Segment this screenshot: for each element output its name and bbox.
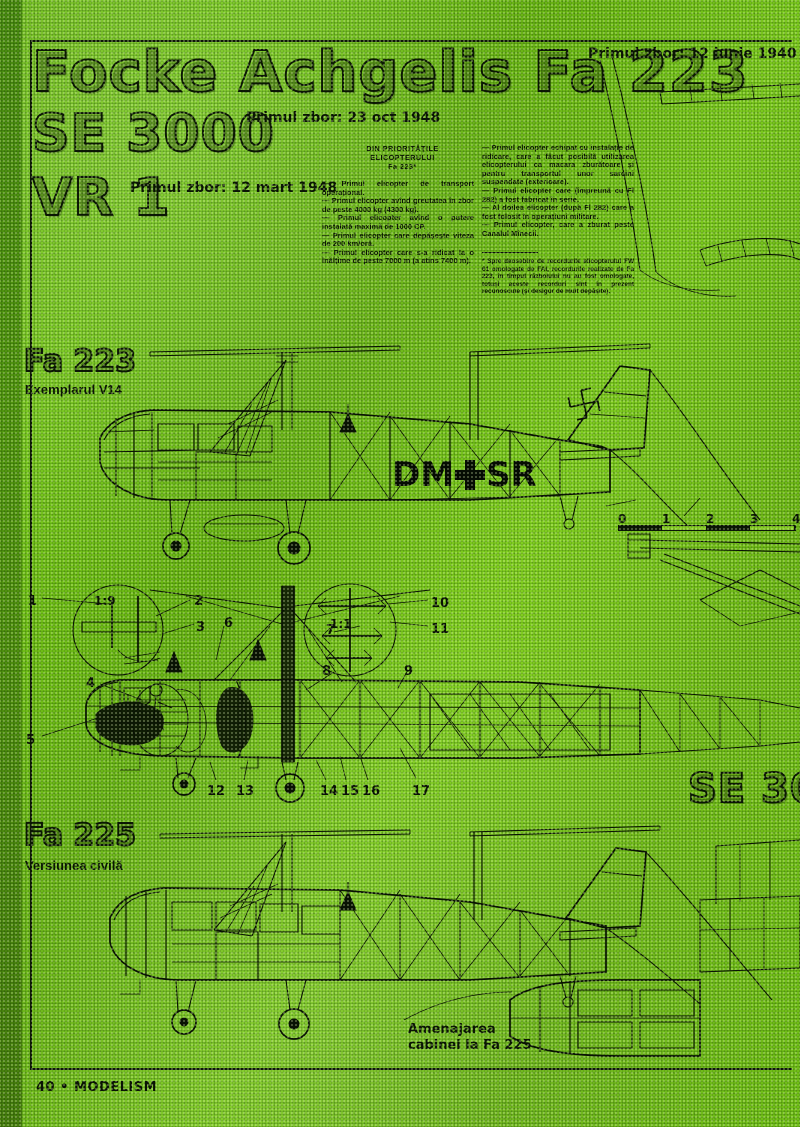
cabin-layout-caption: Amenajarea cabinei la Fa 225 — [408, 1022, 532, 1053]
drawing-sublabel-fa223: Exemplarul V14 — [25, 382, 122, 397]
balkenkreuz-icon — [455, 460, 486, 490]
callout-number-11: 11 — [431, 622, 450, 637]
priority-item: — Primul elicopter care s-a ridicat la o… — [322, 247, 474, 266]
callout-number-4: 4 — [86, 676, 96, 691]
callout-number-13: 13 — [236, 784, 255, 799]
callout-number-6: 6 — [224, 616, 234, 631]
callout-number-8: 8 — [322, 664, 332, 679]
article-column-1: — Primul elicopter de transport operațio… — [322, 179, 474, 266]
title-se3000: SE 3000 — [31, 103, 275, 165]
drawing-label-fa223: Fa 223 — [23, 343, 137, 380]
scale-note-detail-right: 1:1 — [330, 617, 352, 631]
callout-number-12: 12 — [207, 784, 226, 799]
priority-item: — Primul elicopter avînd o putere instal… — [322, 213, 474, 231]
drawing-label-fa225: Fa 225 — [23, 817, 137, 854]
callout-number-7: 7 — [326, 623, 336, 638]
first-flight-vr1: Primul zbor: 12 mart 1948 — [130, 180, 338, 196]
priority-item: — Primul elicopter avînd greutatea în zb… — [322, 196, 474, 214]
drawing-sublabel-fa225: Versiunea civilă — [25, 858, 123, 873]
priority-item-continuation: — Primul elicopter echipat cu instalație… — [482, 143, 634, 187]
scale-note-detail-left: 1:9 — [94, 594, 116, 608]
scale-tick: 4 — [792, 512, 800, 526]
page-footer: 40 • MODELISM — [36, 1080, 158, 1095]
registration-suffix: SR — [486, 455, 537, 495]
callout-number-10: 10 — [431, 596, 450, 611]
priority-item: — Primul elicopter de transport operațio… — [322, 179, 474, 197]
scale-bar: 0 1 2 3 4 — [618, 512, 800, 531]
page-left-margin-strip — [0, 0, 22, 1127]
title-vr1: VR 1 — [31, 167, 171, 229]
article-footnote: * Spre deosebire de recordurile elicopte… — [482, 258, 634, 296]
title-se3000-right: SE 3000 — [687, 765, 800, 813]
scale-tick: 2 — [706, 512, 715, 526]
priority-item: — Primul elicopter, care a zburat peste … — [482, 220, 634, 238]
first-flight-fa223: Primul zbor: 12 iunie 1940 — [588, 46, 797, 62]
article-heading-line-3: Fa 223* — [388, 162, 417, 171]
article-heading-line-1: DIN PRIORITĂȚILE — [366, 144, 439, 153]
first-flight-se3000: Primul zbor: 23 oct 1948 — [246, 110, 441, 126]
article-heading-line-2: ELICOPTERULUI — [370, 153, 435, 162]
callout-number-17: 17 — [412, 784, 431, 799]
scale-tick: 0 — [618, 512, 627, 526]
callout-number-15: 15 — [341, 784, 360, 799]
registration-marking: DM SR — [392, 455, 537, 495]
scale-bar-graphic — [618, 525, 796, 531]
callout-number-16: 16 — [362, 784, 381, 799]
priority-item: — Primul elicopter care depășește viteza… — [322, 230, 474, 249]
callout-number-5: 5 — [26, 733, 36, 748]
callout-number-2: 2 — [194, 594, 204, 609]
priority-item: — Al doilea elicopter (după Fl 282) care… — [482, 203, 634, 221]
footnote-divider — [482, 252, 538, 253]
callout-number-14: 14 — [320, 784, 339, 799]
priority-item: — Primul elicopter care (împreună cu Fl … — [482, 185, 634, 204]
scale-bar-ticks: 0 1 2 3 4 — [618, 512, 800, 526]
callout-number-1: 1 — [28, 594, 38, 609]
callout-number-3: 3 — [196, 620, 206, 635]
registration-prefix: DM — [392, 455, 455, 495]
page-border-frame — [30, 40, 792, 1070]
scale-tick: 1 — [662, 512, 671, 526]
article-column-2: — Primul elicopter echipat cu instalație… — [482, 143, 634, 239]
article-heading: DIN PRIORITĂȚILE ELICOPTERULUI Fa 223* — [330, 144, 475, 171]
callout-number-9: 9 — [404, 664, 414, 679]
scale-tick: 3 — [750, 512, 759, 526]
